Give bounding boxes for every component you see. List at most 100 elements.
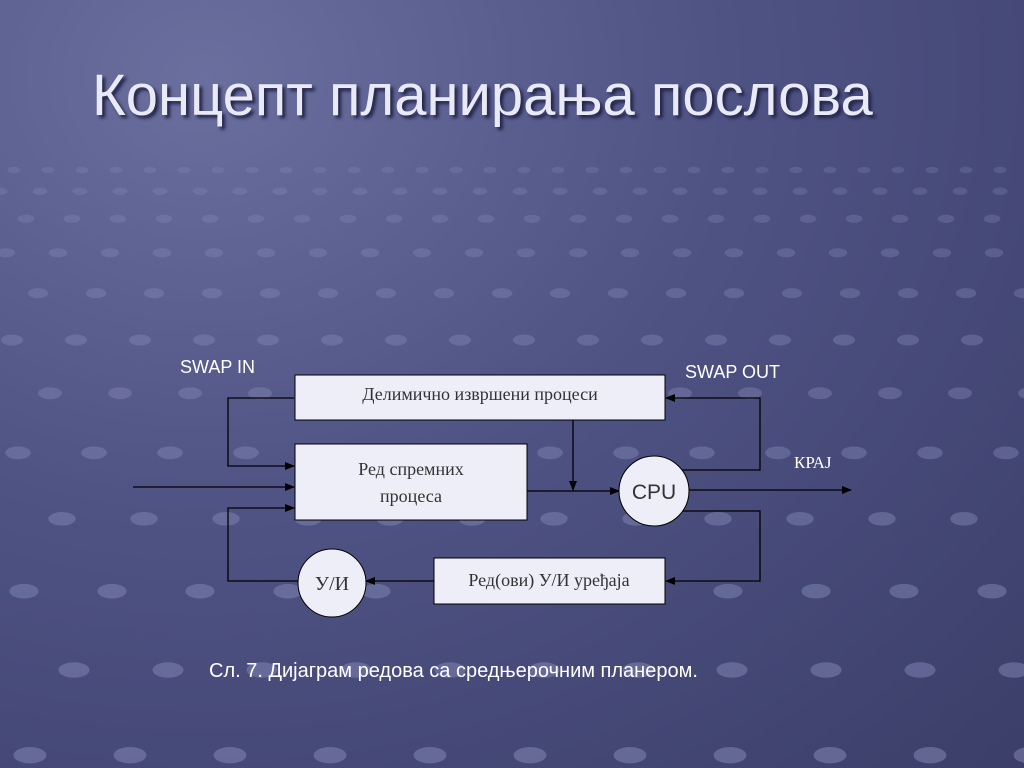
background-dot <box>185 583 215 599</box>
background-dot <box>568 248 588 258</box>
background-dot <box>723 288 745 299</box>
background-dot <box>109 214 127 223</box>
background-dot <box>129 334 151 346</box>
background-dot <box>523 214 541 223</box>
background-dot <box>109 166 123 174</box>
background-dot <box>321 334 343 346</box>
background-dot <box>212 511 240 526</box>
background-dot <box>65 334 87 346</box>
background-dot <box>13 747 47 764</box>
background-dot <box>113 747 147 764</box>
background-dot <box>308 248 328 258</box>
background-dot <box>889 583 919 599</box>
background-dot <box>81 446 107 460</box>
background-dot <box>993 446 1019 460</box>
background-dot <box>993 166 1007 174</box>
background-dot <box>776 248 796 258</box>
background-dot <box>193 334 215 346</box>
background-dot <box>246 662 278 678</box>
background-dot <box>97 583 127 599</box>
background-dot <box>716 662 748 678</box>
background-dot <box>152 187 168 195</box>
background-dot <box>832 187 848 195</box>
background-dot <box>513 334 535 346</box>
background-dot <box>272 187 288 195</box>
background-dot <box>672 248 692 258</box>
background-dot <box>868 511 896 526</box>
background-dot <box>108 387 132 400</box>
background-dot <box>632 187 648 195</box>
background-dot <box>620 248 640 258</box>
background-dot <box>352 187 368 195</box>
background-dot <box>75 166 89 174</box>
background-dot <box>434 662 466 678</box>
background-dot <box>413 747 447 764</box>
background-dot <box>549 288 571 299</box>
background-dot <box>152 248 172 258</box>
background-dot <box>672 187 688 195</box>
background-dot <box>613 747 647 764</box>
background-dot <box>472 187 488 195</box>
background-dot <box>841 446 867 460</box>
background-dot <box>552 187 568 195</box>
background-dot <box>769 334 791 346</box>
background-dot <box>157 446 183 460</box>
background-dot <box>256 248 276 258</box>
background-dot <box>721 166 735 174</box>
background-dot <box>516 248 536 258</box>
background-dot <box>213 747 247 764</box>
background-dot <box>0 187 8 195</box>
background-dot <box>143 166 157 174</box>
background-dot <box>1013 747 1024 763</box>
background-dot <box>517 166 531 174</box>
background-dot <box>665 288 687 299</box>
background-dot <box>375 288 397 299</box>
background-dot <box>585 166 599 174</box>
background-dot <box>952 187 968 195</box>
background-dot <box>130 511 158 526</box>
background-dot <box>551 166 565 174</box>
background-dot <box>932 248 952 258</box>
background-dot <box>5 446 31 460</box>
background-dot <box>808 387 832 400</box>
swap-in-label: SWAP IN <box>180 357 255 377</box>
background-dot <box>232 187 248 195</box>
background-dot <box>245 166 259 174</box>
background-dot <box>63 214 81 223</box>
background-dot <box>755 166 769 174</box>
background-dot <box>9 583 39 599</box>
background-dot <box>845 214 863 223</box>
swap-out-line <box>665 394 761 471</box>
background-dot <box>313 747 347 764</box>
background-dot <box>705 334 727 346</box>
background-dot <box>85 288 107 299</box>
background-dot <box>917 446 943 460</box>
ready-queue-label-line2: процеса <box>380 486 442 506</box>
slide-title: Концепт планирања послова <box>92 63 873 128</box>
background-dot <box>813 747 847 764</box>
io-queue-box <box>433 557 666 605</box>
ready-queue-box <box>294 443 528 521</box>
background-dot <box>765 446 791 460</box>
cpu-label: CPU <box>632 481 676 504</box>
background-dot <box>992 187 1008 195</box>
end-label: КРАЈ <box>794 453 832 472</box>
io-queue-label: Ред(ови) У/И уређаја <box>468 570 629 591</box>
background-dot <box>483 166 497 174</box>
background-dot <box>415 166 429 174</box>
background-dot <box>279 166 293 174</box>
figure-caption: Сл. 7. Дијаграм редова са средњерочним п… <box>209 660 698 682</box>
background-dot <box>512 187 528 195</box>
background-dot <box>913 747 947 764</box>
background-dot <box>312 187 328 195</box>
background-dot <box>687 166 701 174</box>
background-dot <box>392 187 408 195</box>
background-dot <box>828 248 848 258</box>
background-dot <box>661 214 679 223</box>
background-dot <box>937 214 955 223</box>
background-dot <box>1018 388 1024 399</box>
cpu-node <box>618 455 690 527</box>
background-dot <box>977 583 1007 599</box>
background-dot <box>622 662 654 678</box>
background-dot <box>449 334 471 346</box>
